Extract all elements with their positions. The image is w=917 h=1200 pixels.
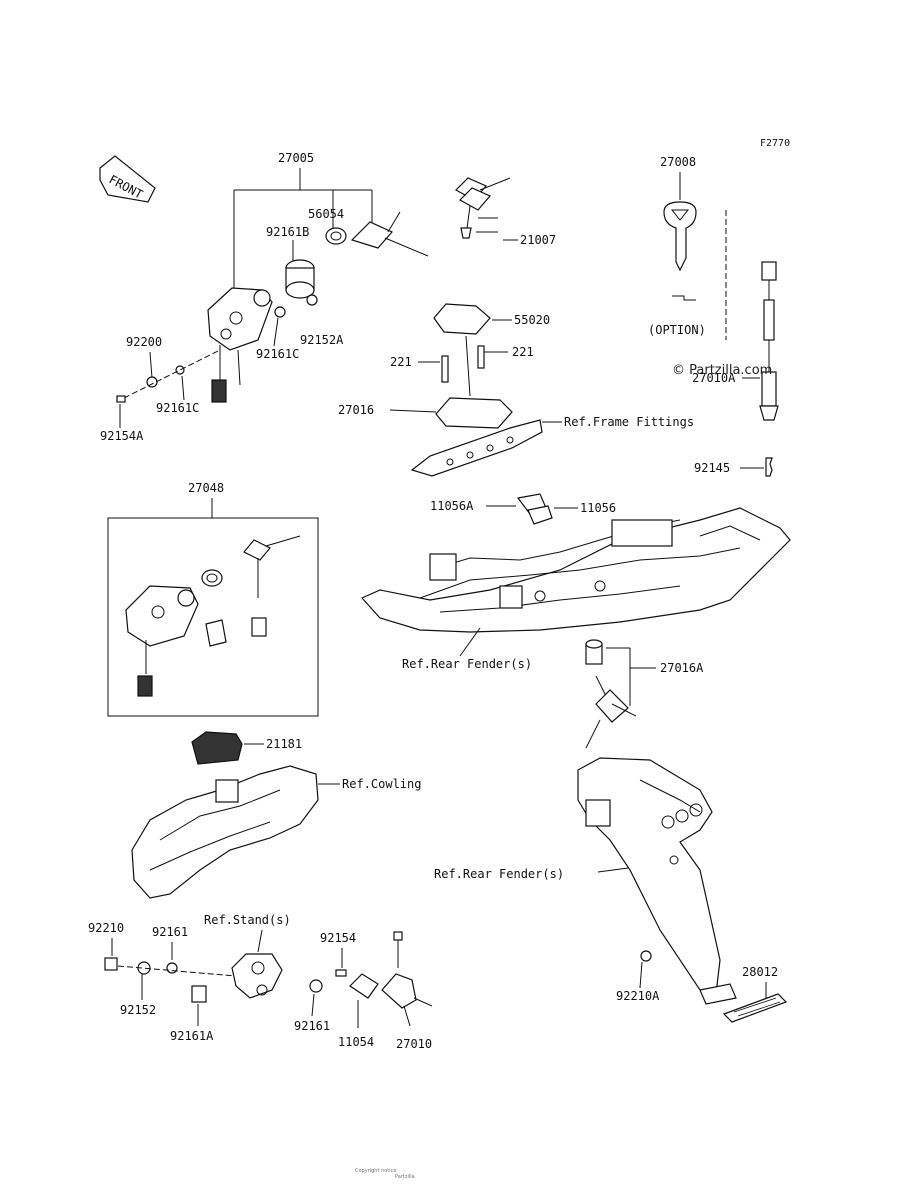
label-27016: 27016 xyxy=(338,403,374,417)
option-label: (OPTION) xyxy=(648,323,706,337)
rear-frame xyxy=(361,507,791,633)
side-stand-switch-group: 92210 92161 Ref.Stand(s) 92152 92161A 92… xyxy=(88,913,433,1051)
ignition-switch-assembly: 27005 56054 92161B xyxy=(100,151,429,443)
label-28012: 28012 xyxy=(742,965,778,979)
collar-part xyxy=(285,259,315,299)
ref-rear-fender-1[interactable]: Ref.Rear Fender(s) xyxy=(402,657,532,671)
sensor-27010a: © Partzilla.com 27010A 92145 xyxy=(672,261,779,477)
switch-body xyxy=(207,287,273,403)
label-92152: 92152 xyxy=(120,1003,156,1017)
option-key-icon xyxy=(663,201,697,272)
watermark: © Partzilla.com xyxy=(672,363,772,378)
label-55020: 55020 xyxy=(514,313,550,327)
ref-stand[interactable]: Ref.Stand(s) xyxy=(204,913,291,927)
label-11054: 11054 xyxy=(338,1035,374,1049)
keys-21007: 21007 xyxy=(455,177,556,247)
bolt-icon xyxy=(116,395,126,403)
rear-fender-lower: Ref.Rear Fender(s) 92210A 28012 xyxy=(434,757,788,1023)
label-11056: 11056 xyxy=(580,501,616,515)
label-92145: 92145 xyxy=(694,461,730,475)
label-27008: 27008 xyxy=(660,155,696,169)
label-92154a: 92154A xyxy=(100,429,144,443)
footer-fineprint-2: Partzilla xyxy=(395,1174,415,1180)
reflector xyxy=(722,993,788,1023)
option-key: 27008 (OPTION) xyxy=(648,155,727,340)
label-27016a: 27016A xyxy=(660,661,704,675)
nut xyxy=(640,950,652,962)
label-21007: 21007 xyxy=(520,233,556,247)
label-92161b: 92161B xyxy=(266,225,309,239)
label-92210a: 92210A xyxy=(616,989,660,1003)
spring-clip xyxy=(765,457,773,477)
label-92161a: 92161A xyxy=(170,1029,214,1043)
cowling-group: 21181 Ref.Cowling xyxy=(131,731,421,899)
label-56054: 56054 xyxy=(308,207,344,221)
label-92152a: 92152A xyxy=(300,333,344,347)
washer xyxy=(274,306,286,318)
ref-frame-fittings[interactable]: Ref.Frame Fittings xyxy=(564,415,694,429)
ref-cowling[interactable]: Ref.Cowling xyxy=(342,777,421,791)
label-92161c-a: 92161C xyxy=(256,347,299,361)
label-27010a: 27010A xyxy=(692,371,736,385)
footer-fineprint-1: Copyright notice xyxy=(355,1168,396,1174)
label-27048: 27048 xyxy=(188,481,224,495)
label-92161-a: 92161 xyxy=(152,925,188,939)
lock-bracket: 55020 221 221 27016 Ref.Frame Fittings xyxy=(338,303,694,477)
label-221-right: 221 xyxy=(512,345,534,359)
label-11056a: 11056A xyxy=(430,499,474,513)
washer xyxy=(306,294,318,306)
lock-27016a: 27016A xyxy=(585,639,704,749)
label-92161c-b: 92161C xyxy=(156,401,199,415)
washer xyxy=(175,365,185,375)
label-27005: 27005 xyxy=(278,151,314,165)
label-92161-b: 92161 xyxy=(294,1019,330,1033)
option-kit-27048: 27048 xyxy=(107,481,319,717)
label-92200: 92200 xyxy=(126,335,162,349)
clamp-11056: 11056A 11056 xyxy=(430,493,616,525)
label-92210: 92210 xyxy=(88,921,124,935)
front-arrow-icon: FRONT xyxy=(99,155,156,203)
label-21181: 21181 xyxy=(266,737,302,751)
figure-code: F2770 xyxy=(760,138,790,149)
key-icon xyxy=(350,211,429,257)
ref-rear-fender-2[interactable]: Ref.Rear Fender(s) xyxy=(434,867,564,881)
label-92154: 92154 xyxy=(320,931,356,945)
seal-ring xyxy=(325,227,347,245)
label-27010: 27010 xyxy=(396,1037,432,1051)
label-221-left: 221 xyxy=(390,355,412,369)
